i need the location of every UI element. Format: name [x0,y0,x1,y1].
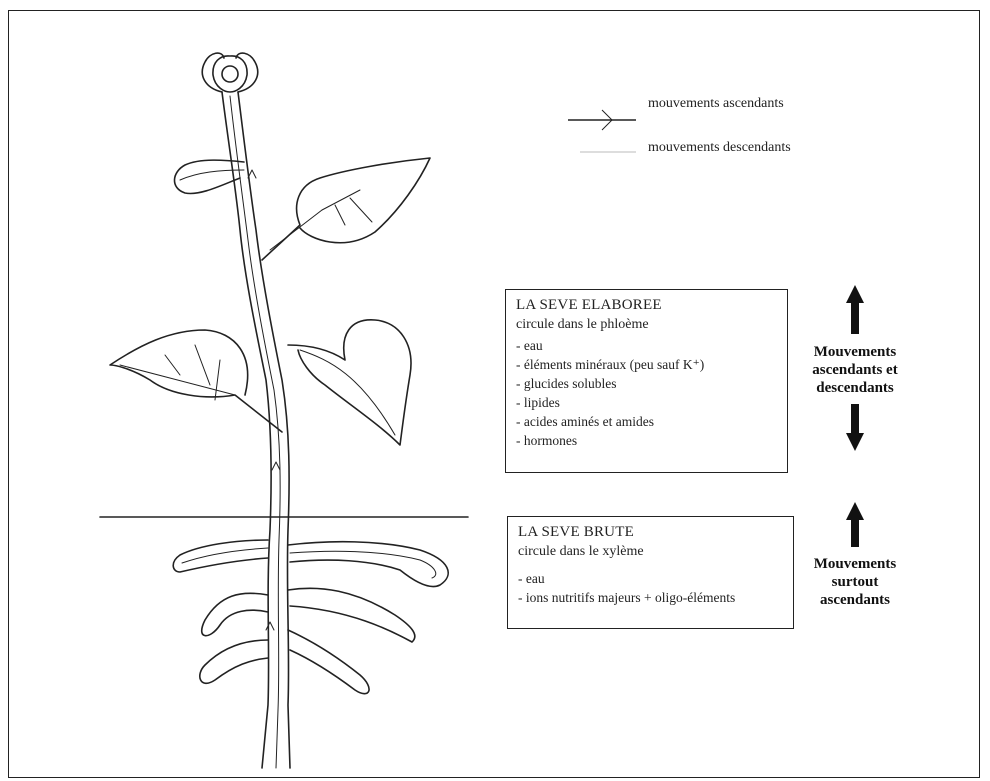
seve-brute-subtitle: circule dans le xylème [518,542,783,561]
list-item: ions nutritifs majeurs + oligo-éléments [518,588,783,607]
list-item: éléments minéraux (peu sauf K⁺) [516,355,777,374]
root-right-upper [288,542,448,587]
arrow-down-elaboree [846,404,864,451]
leaf-middle-right [288,320,411,445]
apex-bud [202,53,257,92]
root-right-mid [288,588,415,642]
seve-brute-title: LA SEVE BRUTE [518,523,783,542]
main-stem-left [222,92,271,768]
legend-ascending-arrow [568,110,636,130]
seve-elaboree-list: eau éléments minéraux (peu sauf K⁺) gluc… [516,336,777,450]
root-left-mid [202,593,268,635]
list-item: lipides [516,393,777,412]
legend-descending-label: mouvements descendants [648,140,791,156]
elaboree-movement-label: Mouvements ascendants et descendants [780,343,930,397]
arrow-up-brute [846,502,864,547]
list-item: glucides solubles [516,374,777,393]
leaf-upper-right [262,158,430,260]
seve-elaboree-box: LA SEVE ELABOREE circule dans le phloème… [505,289,788,473]
list-item: eau [516,336,777,355]
seve-elaboree-title: LA SEVE ELABOREE [516,296,777,315]
seve-brute-list: eau ions nutritifs majeurs + oligo-éléme… [518,569,783,607]
list-item: eau [518,569,783,588]
root-left-low [200,640,268,683]
list-item: hormones [516,431,777,450]
arrow-up-elaboree [846,285,864,334]
seve-brute-box: LA SEVE BRUTE circule dans le xylème eau… [507,516,794,629]
leaf-middle-left [110,330,282,432]
root-left-upper [173,540,268,572]
legend-ascending-label: mouvements ascendants [648,96,784,112]
seve-elaboree-subtitle: circule dans le phloème [516,315,777,334]
brute-movement-label: Mouvements surtout ascendants [780,555,930,609]
main-stem-right [238,92,290,768]
root-right-low [288,630,369,694]
list-item: acides aminés et amides [516,412,777,431]
